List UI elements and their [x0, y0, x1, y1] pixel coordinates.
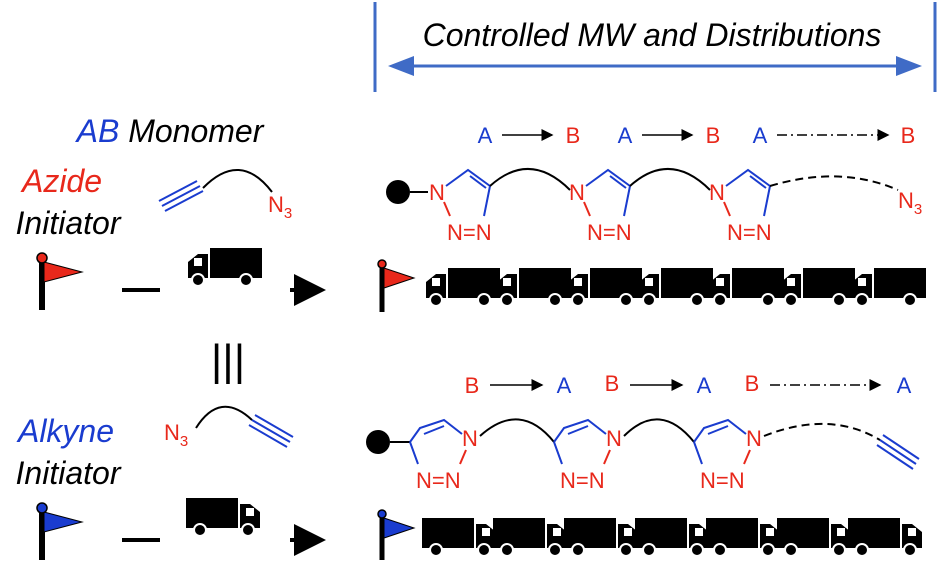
- bottom-letter-6: A: [897, 373, 912, 398]
- top-letter-3: A: [618, 123, 633, 148]
- header-title: Controlled MW and Distributions: [423, 17, 882, 53]
- svg-text:N=N: N=N: [416, 468, 461, 493]
- bottom-letter-5: B: [745, 371, 760, 396]
- svg-text:N: N: [462, 426, 478, 451]
- truck-icon-train-top-3: [567, 267, 643, 307]
- svg-text:N: N: [569, 180, 585, 205]
- bottom-letter-4: A: [697, 373, 712, 398]
- truck-icon-train-top-5: [709, 267, 785, 307]
- svg-text:N=N: N=N: [587, 220, 632, 245]
- top-polymer-chain: N N=N N N=N N N=N N3: [386, 167, 922, 245]
- truck-icon-train-top-2: [496, 267, 572, 307]
- triazole-top-2: N N=N: [569, 167, 711, 245]
- svg-text:N=N: N=N: [447, 220, 492, 245]
- truck-icon-train-bottom-7: [847, 517, 923, 557]
- triazole-bottom-3: N N=N: [693, 418, 881, 493]
- double-arrow-head-right: [896, 56, 922, 76]
- truck-icon-bottom: [185, 497, 261, 537]
- double-arrow-head-left: [388, 56, 414, 76]
- monomer-label: AB Monomer: [75, 113, 265, 149]
- truck-icon-train-bottom-5: [705, 517, 781, 557]
- top-letter-5: A: [753, 123, 768, 148]
- truck-icon-train-top-1: [425, 267, 501, 307]
- svg-text:N=N: N=N: [560, 468, 605, 493]
- flag-icon-red: [36, 252, 84, 310]
- svg-text:N: N: [746, 426, 762, 451]
- bottom-letter-1: B: [465, 373, 480, 398]
- alkyne-initiator-label: Initiator: [16, 455, 122, 491]
- truck-icon-train-top-7: [851, 267, 927, 307]
- flag-icon-blue-train: [377, 509, 416, 560]
- truck-icon-train-bottom-3: [563, 517, 639, 557]
- svg-text:N=N: N=N: [727, 220, 772, 245]
- truck-icon-train-bottom-2: [492, 517, 568, 557]
- ab-monomer-top: N3: [158, 169, 292, 222]
- bottom-sequence-row: B A B A B A: [465, 371, 912, 398]
- truck-icon-top: [187, 247, 263, 287]
- equivalence-symbol: |||: [211, 336, 245, 385]
- top-chain-end-azide: N3: [898, 188, 922, 218]
- top-letter-6: B: [901, 123, 916, 148]
- alkyne-label: Alkyne: [16, 413, 114, 449]
- top-truck-train: [377, 259, 927, 312]
- svg-text:N: N: [429, 180, 445, 205]
- top-letter-1: A: [478, 123, 493, 148]
- truck-icon-train-top-6: [780, 267, 856, 307]
- bottom-letter-2: A: [557, 373, 572, 398]
- svg-text:N=N: N=N: [700, 468, 745, 493]
- ab-monomer-bottom: N3: [164, 405, 294, 450]
- initiator-dot-bottom: [366, 430, 390, 454]
- azide-label: Azide: [20, 163, 102, 199]
- svg-text:N: N: [606, 426, 622, 451]
- truck-icon-train-bottom-1: [421, 517, 497, 557]
- initiator-dot-top: [386, 180, 410, 204]
- bottom-letter-3: B: [605, 371, 620, 396]
- top-letter-2: B: [566, 123, 581, 148]
- triazole-bottom-1: N N=N: [409, 418, 555, 493]
- truck-icon-train-bottom-6: [776, 517, 852, 557]
- azide-initiator-label: Initiator: [16, 205, 122, 241]
- bottom-polymer-chain: N N=N N N=N N N=N: [366, 418, 920, 493]
- flag-icon-red-train: [377, 259, 416, 312]
- monomer-azide-text: N3: [268, 192, 292, 222]
- triazole-top-3: N N=N: [709, 168, 899, 245]
- triazole-top-1: N N=N: [429, 167, 571, 245]
- bottom-truck-train: [377, 509, 923, 560]
- truck-icon-train-bottom-4: [634, 517, 710, 557]
- top-sequence-row: A B A B A B: [478, 123, 916, 148]
- flag-icon-blue: [36, 502, 84, 560]
- svg-text:N: N: [709, 180, 725, 205]
- monomer-bottom-azide-text: N3: [164, 420, 188, 450]
- truck-icon-train-top-4: [638, 267, 714, 307]
- bottom-chain-end-alkyne: [876, 434, 920, 470]
- triazole-bottom-2: N N=N: [553, 418, 695, 493]
- top-letter-4: B: [706, 123, 721, 148]
